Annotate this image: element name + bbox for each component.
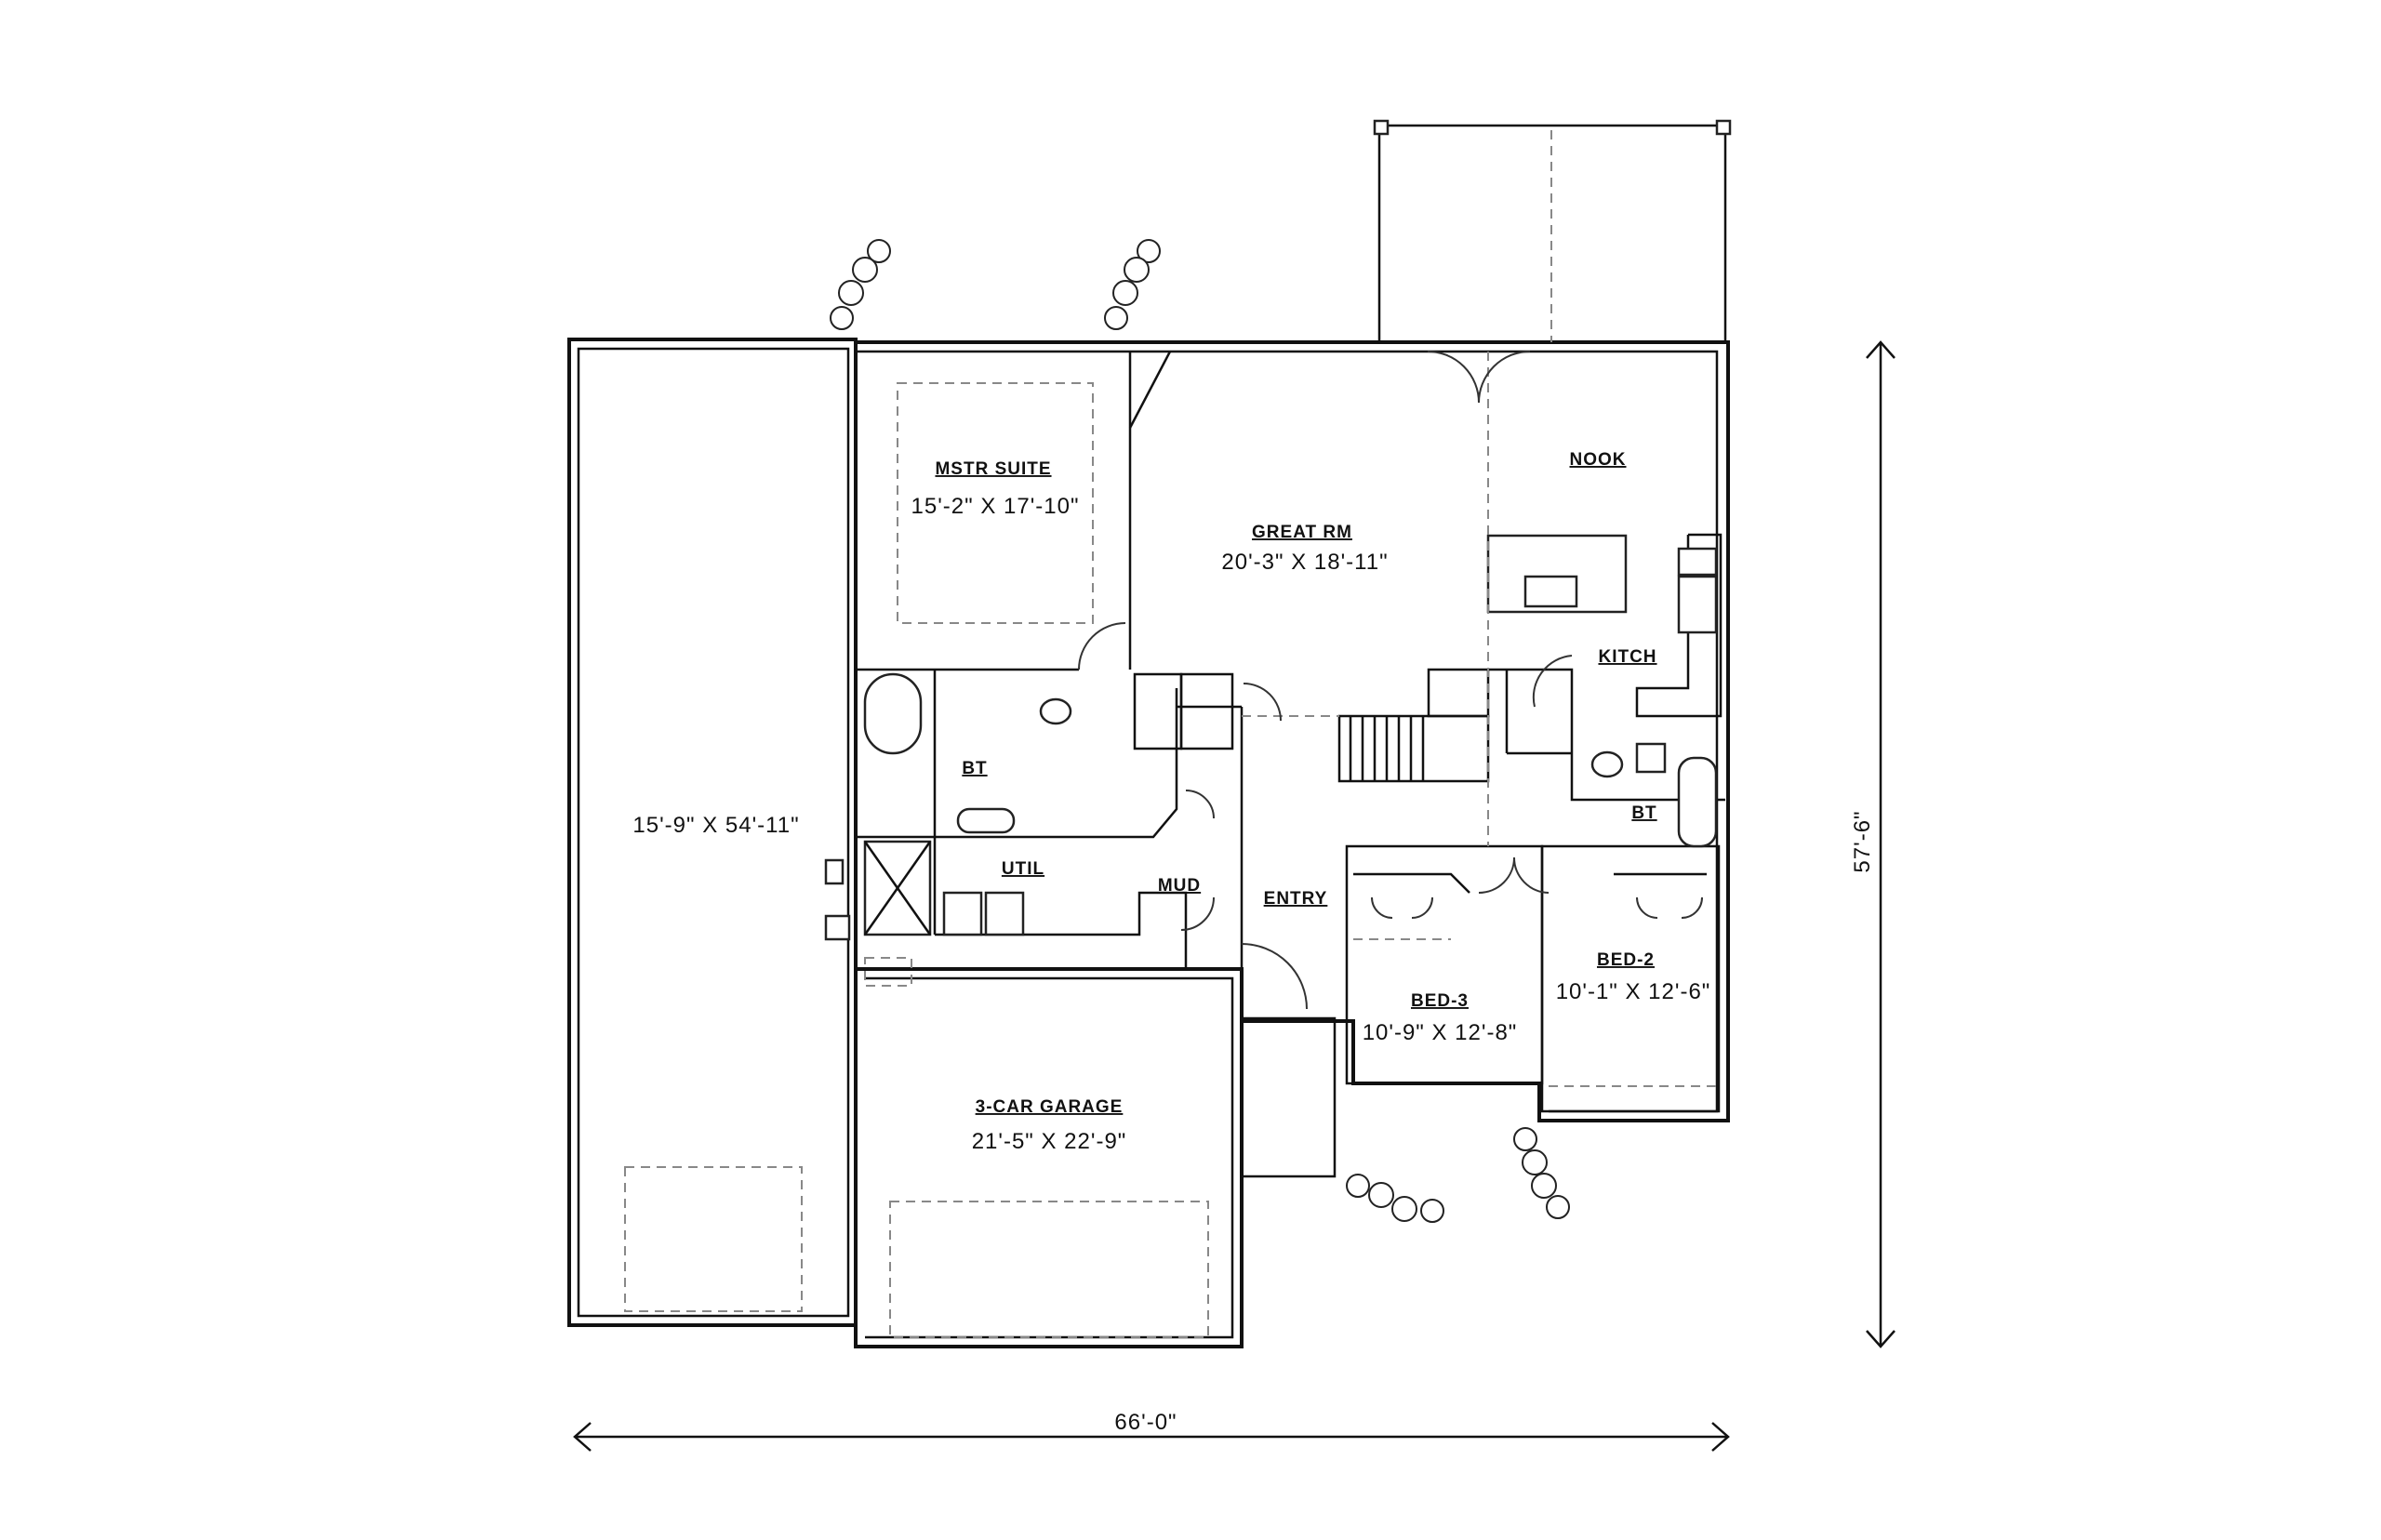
arrow-up-icon [1866,340,1895,359]
room-labels: MSTR SUITE 15'-2" X 17'-10" GREAT RM 20'… [632,450,1711,1154]
arrow-left-icon [573,1422,592,1452]
washer-icon [942,891,983,936]
shrub-icons [830,239,1570,1223]
kitchen-sink-icon [1523,575,1578,608]
room-label-util: UTIL [1002,859,1044,879]
range-icon [1677,575,1718,634]
room-label-nook: NOOK [1570,450,1627,470]
dryer-icon [984,891,1025,936]
overall-depth-label: 57'-6" [1850,810,1875,872]
dashed-outlines [624,352,1716,1338]
interior-walls [854,342,1725,1113]
room-label-bed-3: BED-3 [1411,991,1469,1011]
exterior-lamp-icon [824,858,845,885]
room-label-mud: MUD [1158,876,1201,896]
room-size-bed-3: 10'-9" X 12'-8" [1363,1020,1518,1045]
room-label-kitch: KITCH [1598,647,1656,667]
room-label-mstr-suite: MSTR SUITE [935,459,1051,479]
arrow-right-icon [1711,1422,1730,1452]
sink-icon [956,807,1016,834]
dimension-lines: 66'-0" 57'-6" [573,340,1895,1452]
fixtures [824,547,1718,941]
room-label-garage: 3-CAR GARAGE [976,1097,1124,1117]
overall-width-label: 66'-0" [1114,1410,1177,1435]
bathtub-icon [863,672,923,755]
arrow-down-icon [1866,1330,1895,1348]
room-label-master-bath: BT [962,759,987,778]
room-size-bed-2: 10'-1" X 12'-6" [1556,979,1711,1004]
stair-treads [1349,716,1425,781]
exterior-walls [567,119,1732,1348]
room-size-mstr-suite: 15'-2" X 17'-10" [911,494,1080,519]
exterior-light-icon [824,914,851,941]
hall-tub-icon [1677,756,1718,848]
doors [1078,351,1703,1010]
room-label-great-rm: GREAT RM [1252,523,1352,542]
toilet-icon [1039,697,1072,725]
fridge-icon [1677,547,1718,577]
hall-toilet-icon [1635,742,1667,774]
room-size-garage: 21'-5" X 22'-9" [972,1129,1127,1154]
room-label-entry: ENTRY [1264,889,1328,909]
room-label-bed-2: BED-2 [1597,950,1655,970]
room-size-rv-bay: 15'-9" X 54'-11" [632,813,799,838]
room-size-great-rm: 20'-3" X 18'-11" [1221,550,1388,575]
hall-sink-icon [1590,750,1624,778]
room-label-hall-bath: BT [1631,803,1656,823]
